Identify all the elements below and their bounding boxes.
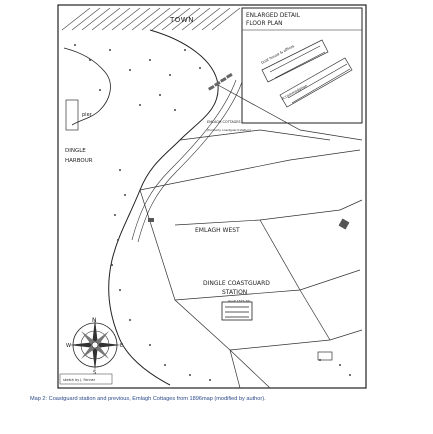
label-emlagh-west: EMLAGH WEST bbox=[195, 227, 240, 234]
label-pier: pier bbox=[82, 112, 93, 118]
label-floor-plan: FLOOR PLAN bbox=[246, 21, 283, 27]
tree-dots bbox=[74, 44, 351, 381]
town-hatching bbox=[61, 7, 241, 31]
emlagh-cottages-block bbox=[208, 73, 233, 91]
pier-outline bbox=[65, 99, 79, 131]
small-building-left bbox=[148, 218, 154, 222]
label-dingle: DINGLE bbox=[65, 148, 86, 154]
label-harbour: HARBOUR bbox=[65, 158, 93, 164]
compass-label-w: W bbox=[66, 343, 71, 349]
label-dingle-coastguard: DINGLE COASTGUARD bbox=[203, 280, 270, 287]
label-station: STATION bbox=[222, 289, 247, 296]
label-drawn-by: sketch by J. Fenner bbox=[63, 378, 96, 382]
label-emlagh-cottages-note: (formerly coastguard station) bbox=[207, 128, 251, 132]
label-emlagh-cottages: EMLAGH COTTAGES bbox=[207, 120, 241, 124]
signature-box bbox=[59, 373, 113, 385]
compass-label-n: N bbox=[92, 317, 97, 324]
road bbox=[131, 79, 237, 241]
compass-rose bbox=[69, 319, 121, 371]
floor-plan-blocks bbox=[261, 39, 353, 108]
field-boundaries bbox=[139, 84, 363, 389]
label-town: TOWN bbox=[169, 16, 194, 24]
compass-label-s: S bbox=[93, 370, 96, 376]
coastline bbox=[108, 29, 219, 386]
map-caption: Map 2: Coastguard station and previous, … bbox=[30, 396, 266, 402]
label-station-note: (built 1875-76) bbox=[228, 299, 250, 303]
label-enlarged-detail: ENLARGED DETAIL bbox=[246, 13, 301, 19]
map-frame bbox=[57, 4, 367, 389]
enlarged-detail-box bbox=[241, 7, 363, 124]
right-edge-marker bbox=[338, 218, 350, 230]
lower-right-building bbox=[317, 351, 333, 361]
compass-label-e: E bbox=[120, 343, 123, 349]
coastguard-station-block bbox=[221, 301, 253, 321]
harbour-edge bbox=[63, 47, 111, 126]
